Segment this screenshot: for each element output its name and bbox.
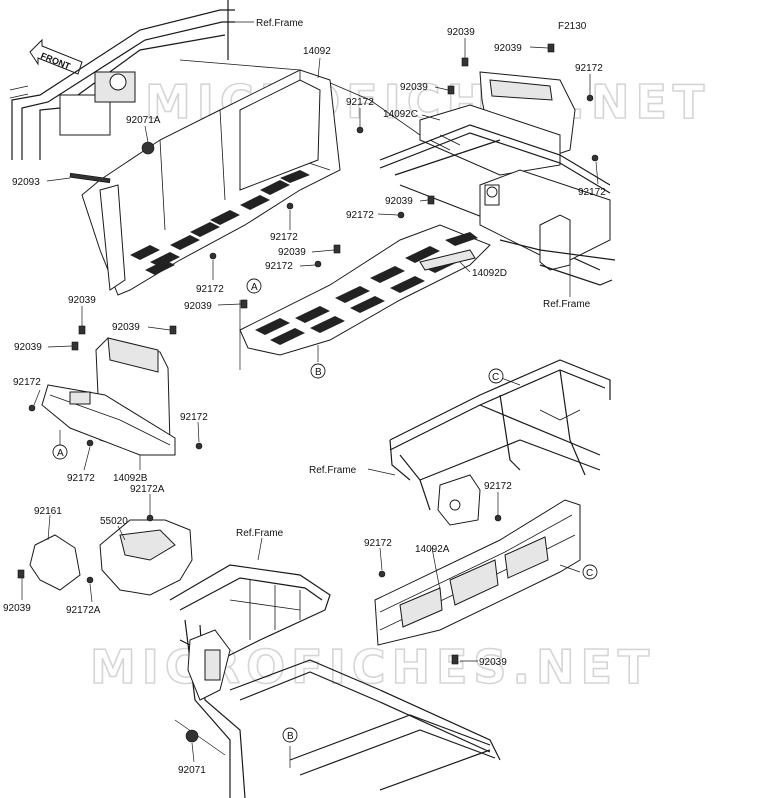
label-92039-i: 92039 [14,342,42,353]
label-92172-h: 92172 [13,377,41,388]
upper-right-assembly [379,71,616,286]
label-ref-frame-c: Ref.Frame [309,465,357,476]
bolt-92039-k [17,569,25,579]
part-labels: Ref.Frame 14092 92039 F2130 92039 92172 … [3,18,606,776]
label-92172-f: 92172 [265,261,293,272]
front-arrow: FRONT [29,38,83,75]
grommet-92071 [185,729,199,743]
callout-circles: A B A C C B [52,278,598,743]
side-panel-left [41,337,176,456]
label-92172-k: 92172 [484,481,512,492]
label-92039-g: 92039 [68,295,96,306]
bolt-92172-r [591,154,599,162]
floor-tread-pattern-left [130,170,310,275]
watermark-bottom: MICROFICHES.NET [90,640,655,694]
lower-frame-section [169,564,501,798]
bolt-92039-f [240,299,248,309]
label-92039-c: 92039 [400,82,428,93]
bolt-92039-mid [447,85,455,95]
label-92172-a: 92172 [575,63,603,74]
label-92039-h: 92039 [112,322,140,333]
label-92172-c: 92172 [578,187,606,198]
callout-a1: A [251,282,258,293]
label-55020: 55020 [100,516,128,527]
label-92039-e: 92039 [278,247,306,258]
label-92093: 92093 [12,177,40,188]
upper-frame-section [9,0,421,160]
grommet-92071A [141,141,155,155]
label-92172-d: 92172 [346,210,374,221]
label-92172-l: 92172 [364,538,392,549]
label-92039-a: 92039 [447,27,475,38]
label-92172-i: 92172 [180,412,208,423]
label-F2130: F2130 [558,21,587,32]
bolt-92039-top-right [547,43,555,53]
label-14092D: 14092D [472,268,507,279]
label-92161: 92161 [34,506,62,517]
bolt-92172-k [494,514,502,522]
callout-b1: B [315,367,322,378]
bolt-92172-d [397,211,405,219]
duct-assembly [29,519,193,596]
bolt-92172-j [86,439,94,447]
label-92039-b: 92039 [494,43,522,54]
label-92071: 92071 [178,765,206,776]
bolt-92172-i [195,442,203,450]
callout-c2: C [586,568,593,579]
label-92039-f: 92039 [184,301,212,312]
bolt-92172-f [209,252,217,260]
label-14092: 14092 [303,46,331,57]
label-92172A-b: 92172A [66,605,101,616]
callout-a2: A [57,448,64,459]
callout-c1: C [492,372,499,383]
label-92039-d: 92039 [385,196,413,207]
label-92172-e: 92172 [270,232,298,243]
bolt-92039-g [78,325,86,335]
bolt-92172A-b [86,576,94,584]
label-92172-j: 92172 [67,473,95,484]
strip-92093 [69,172,111,184]
fasteners [17,43,599,743]
bolt-92172A-a [146,514,154,522]
cargo-frame [389,359,611,526]
bolt-92039-j [451,654,459,665]
label-14092B: 14092B [113,473,148,484]
bolt-92039-i [71,341,79,351]
rear-panel [374,499,581,646]
label-ref-frame-right: Ref.Frame [543,299,591,310]
callout-b2: B [287,731,294,742]
leader-lines [21,21,599,768]
bolt-92039-e [333,244,341,254]
front-arrow-shape [29,38,83,75]
label-92071A: 92071A [126,115,161,126]
bolt-92039-top [461,57,469,67]
bolt-92172-t [356,126,364,134]
bolt-92172-tr [586,94,594,102]
label-14092A: 14092A [415,544,450,555]
floor-mat-center [239,224,491,356]
label-92039-k: 92039 [3,603,31,614]
floor-panel-main [81,57,341,296]
label-ref-frame-top: Ref.Frame [256,18,304,29]
label-ref-frame-mid: Ref.Frame [236,528,284,539]
label-92039-j: 92039 [479,657,507,668]
bolt-92039-d [427,195,435,205]
label-14092C: 14092C [383,109,418,120]
label-92172A-a: 92172A [130,484,165,495]
bolt-92039-h [169,325,177,335]
bolt-92172-l [378,570,386,578]
label-92172-g: 92172 [196,284,224,295]
bolt-92172-h [28,404,36,412]
label-92172-b: 92172 [346,97,374,108]
bolt-92172-e [314,260,322,268]
bolt-92172-c [286,202,294,210]
